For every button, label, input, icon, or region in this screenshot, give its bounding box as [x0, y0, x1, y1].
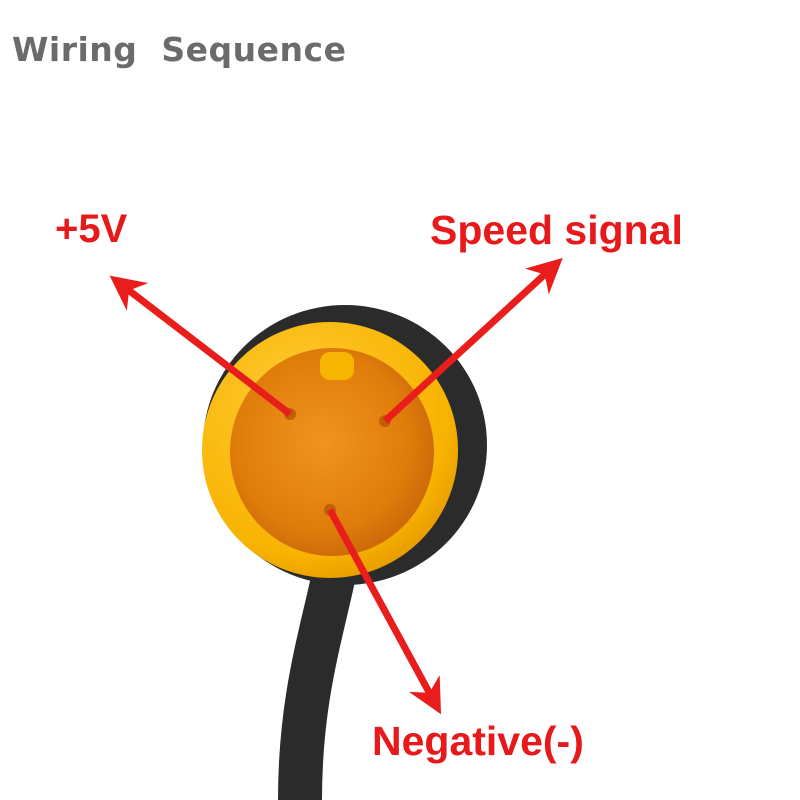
- arrows: [109, 257, 563, 715]
- label-speed-signal: Speed signal: [430, 207, 683, 253]
- arrow-icon: [326, 508, 442, 715]
- arrow-icon: [109, 275, 293, 417]
- arrow-icon: [382, 257, 563, 424]
- connector: [202, 305, 487, 585]
- cable: [278, 565, 357, 800]
- label-negative: Negative(-): [372, 718, 584, 764]
- connector-key: [320, 352, 354, 380]
- label-positive-5v: +5V: [55, 207, 128, 251]
- page-title: Wiring Sequence: [12, 30, 347, 69]
- connector-face: [230, 348, 434, 556]
